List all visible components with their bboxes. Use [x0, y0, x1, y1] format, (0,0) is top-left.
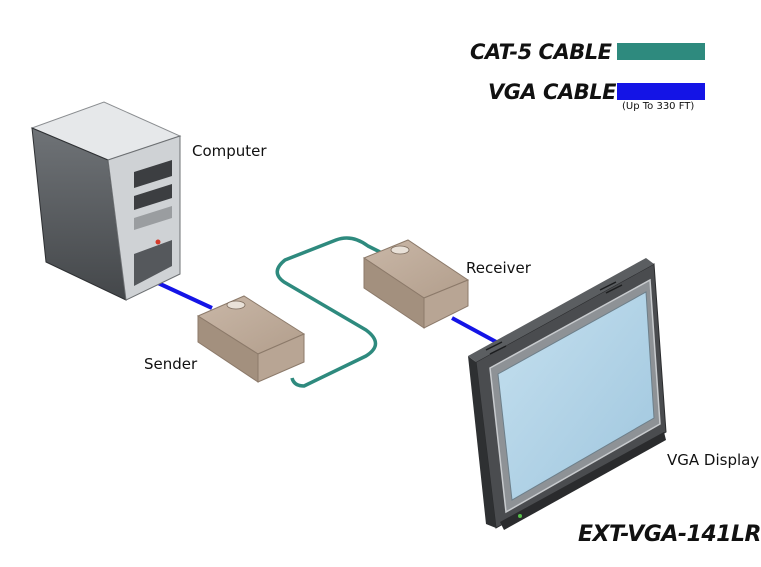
computer-tower-icon: [30, 101, 182, 301]
vga-legend-swatch: [617, 83, 705, 100]
vga-cable-computer-to-sender: [157, 281, 213, 310]
cat5-legend-label: CAT-5 CABLE: [470, 40, 612, 64]
sender-label: Sender: [144, 355, 198, 373]
vga-display-icon: [468, 258, 667, 530]
vga-legend-label: VGA CABLE: [488, 80, 616, 104]
model-name: EXT-VGA-141LR: [578, 522, 761, 547]
display-label: VGA Display: [667, 451, 760, 469]
cable-length-note: (Up To 330 FT): [622, 101, 695, 112]
cat5-cable: [275, 236, 381, 388]
cat5-legend-swatch: [617, 43, 705, 60]
vga-cable-receiver-to-display: [451, 316, 501, 346]
computer-label: Computer: [192, 142, 267, 160]
receiver-box-icon: [362, 239, 470, 329]
sender-box-icon: [196, 295, 306, 383]
receiver-label: Receiver: [466, 259, 531, 277]
